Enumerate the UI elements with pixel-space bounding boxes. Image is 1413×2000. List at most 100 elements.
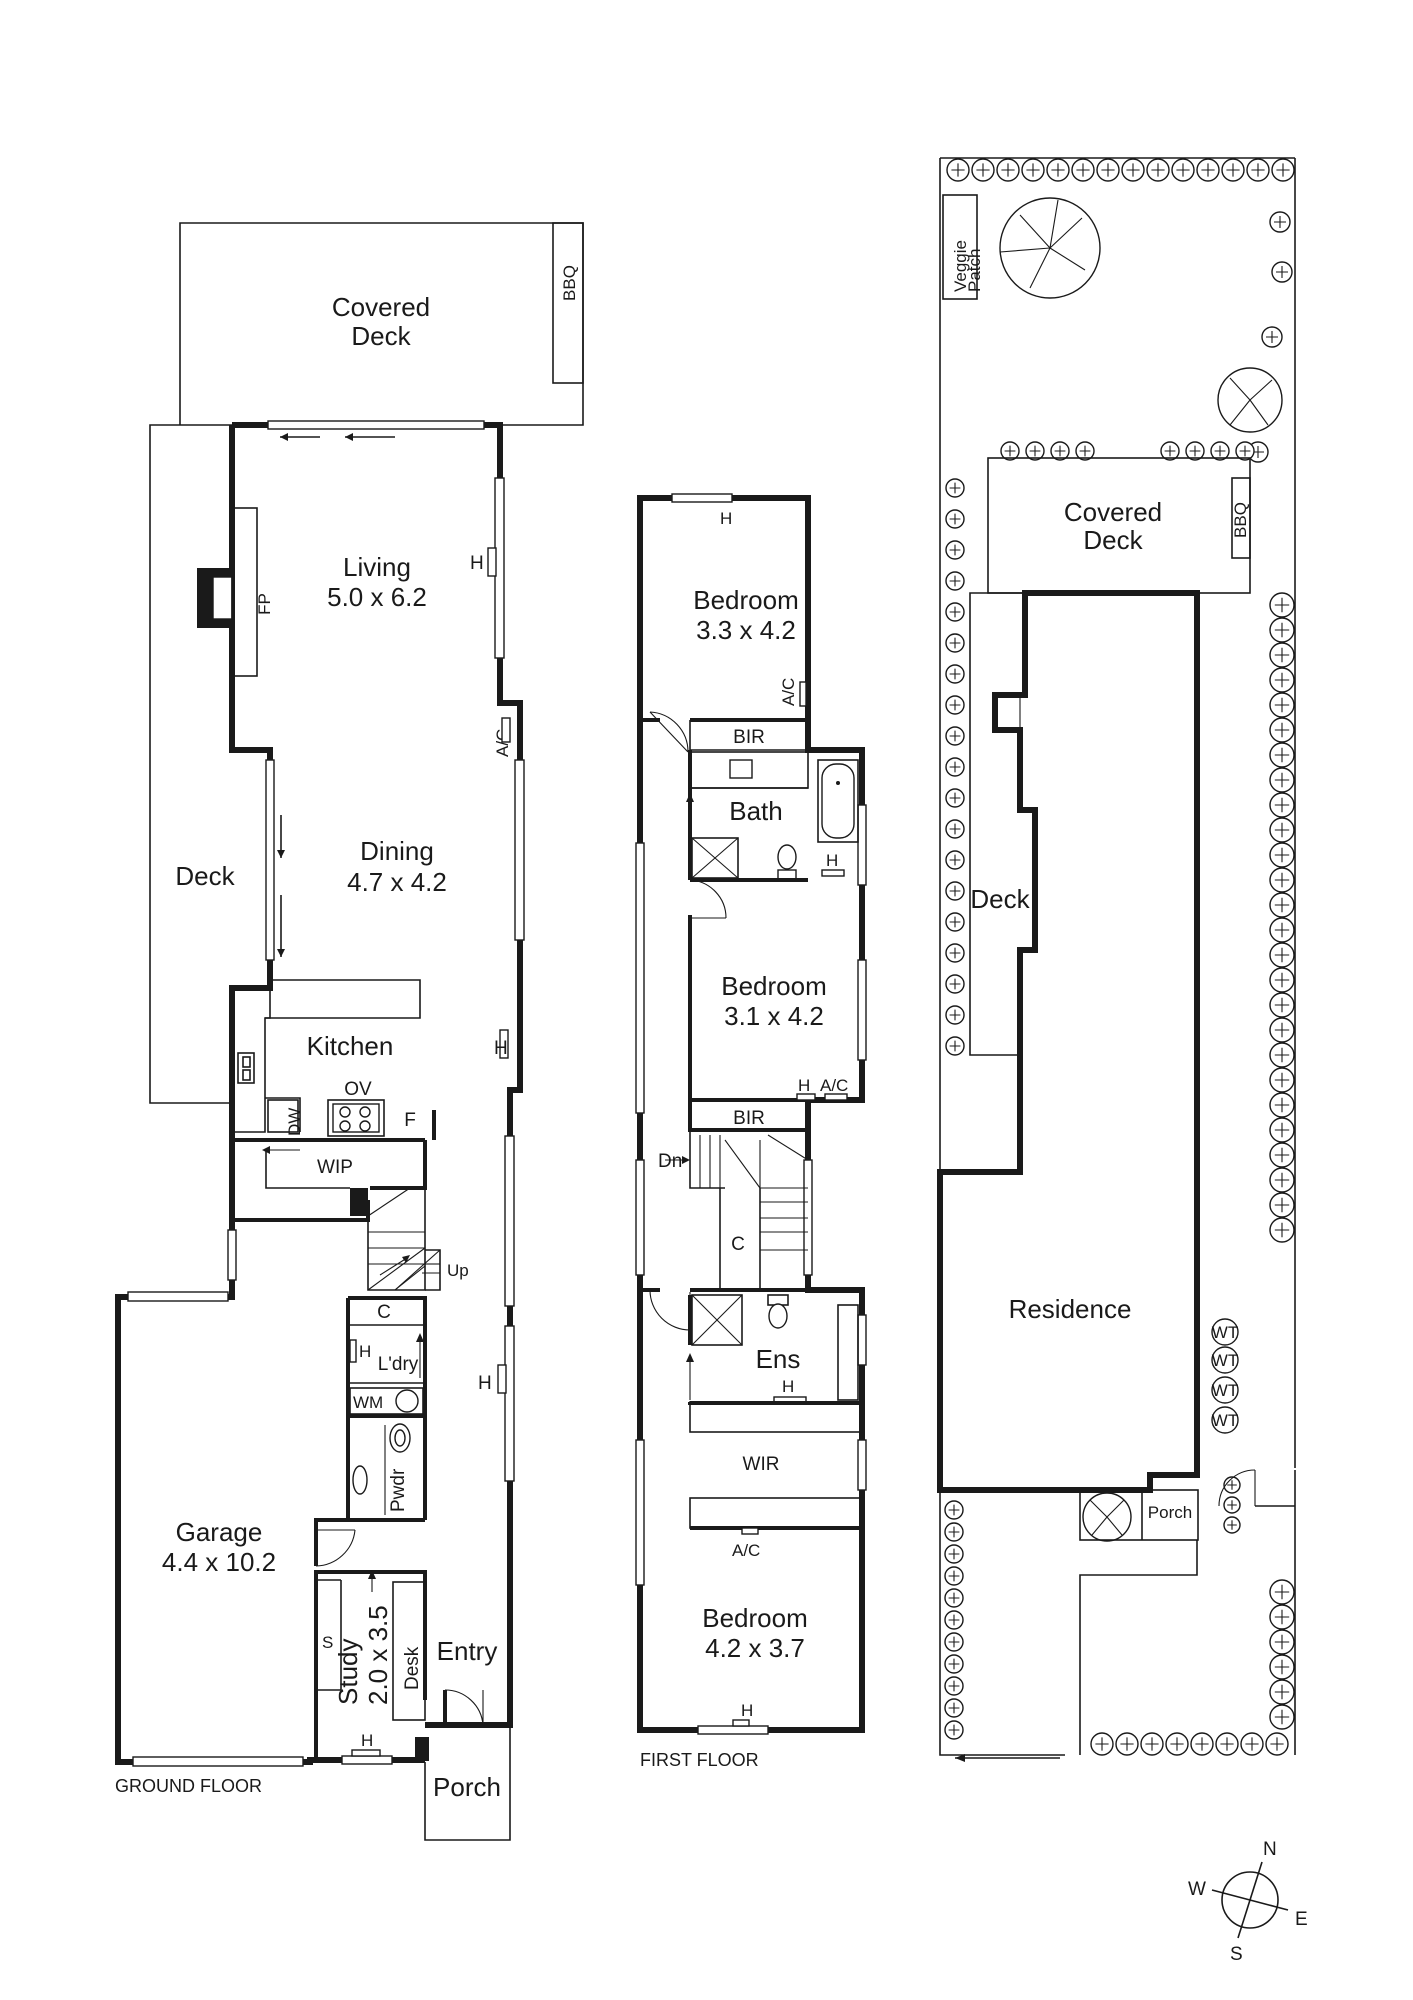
compass-n: N bbox=[1263, 1839, 1277, 1860]
bed3-ac-label: A/C bbox=[732, 1541, 760, 1560]
site-residence bbox=[937, 590, 1200, 1493]
garage-label: Garage bbox=[176, 1517, 263, 1547]
ground-porch: Porch bbox=[424, 1725, 511, 1841]
dining-label: Dining bbox=[360, 836, 434, 866]
site-bbq-label: BBQ bbox=[1231, 502, 1250, 538]
ground-wip: WIP bbox=[265, 1140, 427, 1216]
tree-porch bbox=[1082, 1492, 1132, 1542]
porch-label: Porch bbox=[433, 1772, 501, 1802]
water-tanks: WT WT WT WT bbox=[1211, 1318, 1239, 1434]
cupboard-label: C bbox=[377, 1302, 391, 1323]
dn-label: Dn bbox=[658, 1151, 682, 1172]
ground-stairs: Up bbox=[232, 1187, 469, 1291]
ldry-label: L'dry bbox=[378, 1354, 419, 1375]
garage-dims: 4.4 x 10.2 bbox=[162, 1547, 276, 1577]
site-plan: Veggie Patch BBQ Covered Deck Deck Resid… bbox=[937, 157, 1296, 1762]
residence-label: Residence bbox=[1009, 1294, 1132, 1324]
veggie-patch-label-2: Patch bbox=[965, 249, 984, 292]
first-floor-plan: H H Bedroom 3.3 x 4.2 A/C BIR bbox=[635, 493, 867, 1770]
fridge-label: F bbox=[404, 1110, 416, 1131]
study-shelf-label: S bbox=[322, 1633, 333, 1652]
site-covered-deck-label-2: Deck bbox=[1083, 525, 1143, 555]
ens-label: Ens bbox=[756, 1344, 801, 1374]
ground-covered-deck: BBQ Covered Deck bbox=[179, 222, 584, 426]
wt-label-2: WT bbox=[1212, 1351, 1238, 1370]
ens-heater-label: H bbox=[782, 1377, 794, 1396]
dining-dims: 4.7 x 4.2 bbox=[347, 867, 447, 897]
bir-2-label: BIR bbox=[733, 1108, 765, 1129]
study-dims: 2.0 x 3.5 bbox=[363, 1605, 393, 1705]
living-heater-label: H bbox=[470, 553, 484, 574]
fp-label: FP bbox=[255, 593, 274, 615]
ground-study: S Study 2.0 x 3.5 Desk H bbox=[314, 1570, 429, 1765]
living-label: Living bbox=[343, 552, 411, 582]
wm-label: WM bbox=[353, 1393, 383, 1412]
first-bedroom-2: Bedroom 3.1 x 4.2 H A/C bbox=[688, 915, 848, 1102]
pwdr-label: Pwdr bbox=[388, 1468, 409, 1512]
study-heater-label: H bbox=[361, 1731, 373, 1750]
bedroom-2-dims: 3.1 x 4.2 bbox=[724, 1001, 824, 1031]
living-dims: 5.0 x 6.2 bbox=[327, 582, 427, 612]
first-ensuite: Ens H bbox=[640, 1288, 863, 1433]
first-cupboard-label: C bbox=[731, 1234, 745, 1255]
compass-w: W bbox=[1188, 1879, 1206, 1900]
kitchen-label: Kitchen bbox=[307, 1031, 394, 1061]
first-bath: Bath H bbox=[686, 750, 859, 919]
site-deck-label: Deck bbox=[970, 884, 1030, 914]
compass-s: S bbox=[1230, 1944, 1243, 1965]
ground-kitchen: Kitchen DW OV F bbox=[231, 979, 436, 1154]
dining-sliding-door bbox=[265, 759, 275, 961]
wt-label-3: WT bbox=[1212, 1381, 1238, 1400]
dining-window bbox=[514, 759, 525, 941]
ov-label: OV bbox=[344, 1079, 372, 1100]
bedroom-3-dims: 4.2 x 3.7 bbox=[705, 1633, 805, 1663]
bed2-ac-label: A/C bbox=[820, 1076, 848, 1095]
hall-window-2 bbox=[504, 1325, 515, 1482]
desk-label: Desk bbox=[402, 1646, 423, 1690]
bed1-heater-label: H bbox=[720, 509, 732, 528]
tree-large-1 bbox=[999, 197, 1101, 299]
compass: N S E W bbox=[1188, 1839, 1308, 1965]
bed2-heater-label: H bbox=[798, 1076, 810, 1095]
living-sliding-door bbox=[267, 420, 485, 430]
site-porch: Porch bbox=[1079, 1469, 1295, 1755]
site-porch-label: Porch bbox=[1148, 1503, 1192, 1522]
ground-service-block: C H L'dry WM Pwdr bbox=[346, 1296, 427, 1522]
fireplace: FP bbox=[197, 507, 274, 677]
covered-deck-label: Covered bbox=[332, 292, 430, 322]
bedroom-2-label: Bedroom bbox=[721, 971, 827, 1001]
bedroom-1-dims: 3.3 x 4.2 bbox=[696, 615, 796, 645]
veggie-patch-label: Veggie bbox=[951, 240, 970, 292]
bedroom-1-label: Bedroom bbox=[693, 585, 799, 615]
hall-window-1 bbox=[504, 1135, 515, 1307]
bed1-ac-label: A/C bbox=[779, 678, 798, 706]
dw-label: DW bbox=[285, 1108, 304, 1136]
ldry-heater-label: H bbox=[359, 1342, 371, 1361]
first-floor-caption: FIRST FLOOR bbox=[640, 1750, 759, 1770]
wir-label: WIR bbox=[743, 1454, 780, 1475]
wip-label: WIP bbox=[317, 1157, 353, 1178]
bir-1-label: BIR bbox=[733, 727, 765, 748]
ground-floor-plan: BBQ Covered Deck Deck Porch bbox=[115, 222, 584, 1841]
wt-label-1: WT bbox=[1212, 1323, 1238, 1342]
kitchen-heater-label: H bbox=[494, 1038, 508, 1059]
deck-label: Deck bbox=[175, 861, 235, 891]
covered-deck-label-2: Deck bbox=[351, 321, 411, 351]
bed3-heater-label: H bbox=[741, 1701, 753, 1720]
ground-entry: Entry bbox=[437, 1636, 498, 1726]
ground-deck: Deck bbox=[149, 424, 236, 1104]
bath-label: Bath bbox=[729, 796, 783, 826]
compass-e: E bbox=[1295, 1909, 1308, 1930]
garden-shrubs bbox=[944, 158, 1295, 1756]
entry-label: Entry bbox=[437, 1636, 498, 1666]
site-covered-deck-label: Covered bbox=[1064, 497, 1162, 527]
bath-heater-label: H bbox=[826, 851, 838, 870]
hall-heater-label: H bbox=[478, 1373, 492, 1394]
wt-label-4: WT bbox=[1212, 1411, 1238, 1430]
ground-floor-caption: GROUND FLOOR bbox=[115, 1776, 262, 1796]
bedroom-3-label: Bedroom bbox=[702, 1603, 808, 1633]
study-label: Study bbox=[333, 1639, 363, 1706]
bbq-label: BBQ bbox=[560, 265, 579, 301]
tree-large-2 bbox=[1217, 367, 1283, 433]
